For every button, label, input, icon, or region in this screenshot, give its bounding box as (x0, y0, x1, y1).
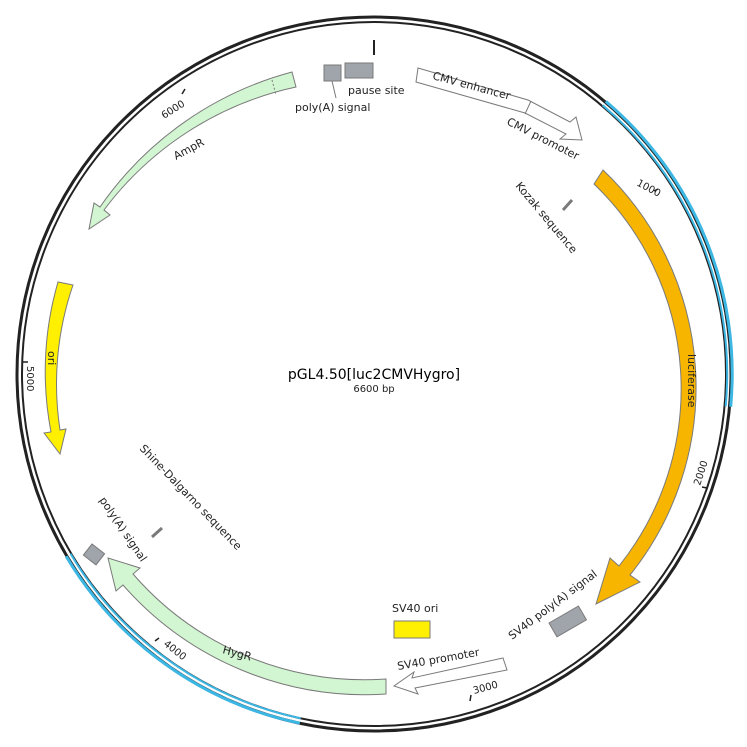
highlight-outer-bottom (64, 555, 301, 725)
ampr-arrow[interactable] (88, 71, 297, 231)
kozak-label: Kozak sequence (513, 180, 580, 257)
polya-top-label: poly(A) signal (295, 101, 370, 114)
ori-arrow[interactable] (43, 281, 74, 456)
tick-label-5000: 5000 (24, 366, 35, 391)
kozak-mark[interactable] (561, 198, 574, 212)
cmv-divider (524, 100, 532, 115)
tick-mark-5000: 5000 (22, 361, 35, 391)
feature-luciferase[interactable]: luciferase (593, 169, 698, 605)
feature-pause-site[interactable]: pause site (344, 62, 405, 97)
cmv-arrow[interactable] (415, 67, 583, 141)
feature-ori[interactable]: ori (43, 281, 74, 456)
ampr-divider (271, 79, 277, 96)
polya-left-box[interactable] (82, 543, 106, 566)
highlight-inner-bottom (69, 553, 302, 720)
sv40-ori-label: SV40 ori (392, 602, 438, 615)
highlight-inner-right (601, 104, 729, 407)
tick-label-6000: 6000 (160, 99, 187, 122)
feature-shine-dalgarno[interactable]: Shine-Dalgarno sequence (137, 442, 245, 553)
highlight-outer-right (604, 100, 734, 407)
plasmid-size: 6600 bp (353, 384, 394, 395)
tick-label-4000: 4000 (161, 639, 188, 663)
sv40-promoter-arrow[interactable] (392, 657, 508, 695)
luciferase-label: luciferase (685, 354, 698, 408)
highlight-region-bottom-left (64, 553, 302, 725)
plasmid-name: pGL4.50[luc2CMVHygro] (288, 367, 460, 383)
tick-label-1000: 1000 (635, 178, 663, 200)
highlight-region-right (601, 100, 734, 407)
tick-mark-1000: 1000 (635, 178, 663, 200)
feature-ampr[interactable]: AmpR (88, 71, 297, 231)
feature-polya-top[interactable]: poly(A) signal (295, 64, 370, 114)
sv40-polya-box[interactable] (548, 605, 588, 638)
feature-hygr[interactable]: HygR (107, 557, 387, 696)
polya-top-box[interactable] (323, 64, 342, 82)
tick-line-1000 (653, 188, 659, 192)
pause-site-box[interactable] (344, 62, 374, 79)
tick-line-6000 (181, 88, 186, 95)
feature-cmv[interactable]: CMV enhancer CMV promoter (415, 67, 583, 163)
tick-label-3000: 3000 (472, 680, 499, 697)
feature-kozak[interactable]: Kozak sequence (513, 180, 580, 257)
tick-line-4000 (154, 637, 160, 642)
tick-mark-6000: 6000 (160, 88, 187, 122)
pause-site-label: pause site (348, 84, 405, 97)
polya-top-leader (331, 80, 337, 99)
hygr-arrow[interactable] (107, 557, 387, 696)
ori-label: ori (45, 351, 58, 365)
tick-mark-3000: 3000 (469, 680, 499, 702)
sv40-ori-box[interactable] (393, 620, 431, 639)
feature-polya-left[interactable]: poly(A) signal (82, 494, 149, 566)
tick-line-3000 (469, 694, 472, 702)
backbone-inner-ring (21, 21, 727, 727)
tick-line-2000 (701, 486, 708, 489)
luciferase-arrow[interactable] (593, 169, 697, 605)
feature-sv40-polya[interactable]: SV40 poly(A) signal (506, 567, 600, 642)
shine-dalgarno-mark[interactable] (150, 526, 164, 539)
feature-sv40-ori[interactable]: SV40 ori (392, 602, 438, 639)
sv40-polya-label: SV40 poly(A) signal (506, 567, 600, 642)
